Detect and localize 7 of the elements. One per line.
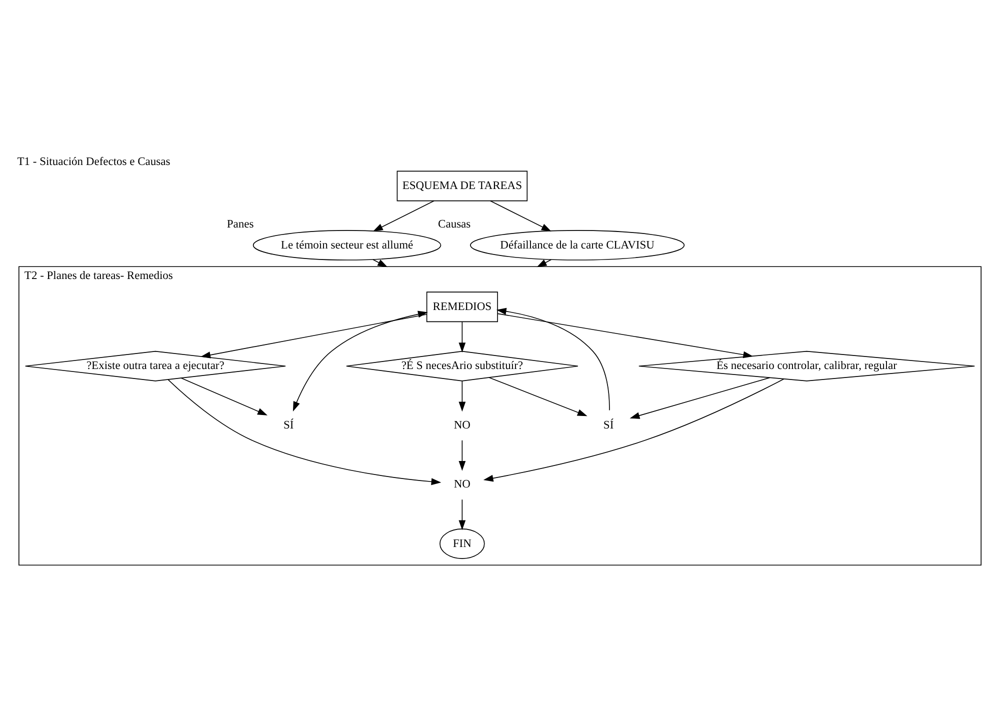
node-label: Causas	[438, 218, 471, 230]
node-text: SÍ	[284, 418, 294, 431]
node-text: NO	[454, 418, 470, 431]
node-text: SÍ	[603, 418, 614, 431]
node-text: NO	[454, 478, 470, 490]
node-label: Panes	[226, 218, 254, 230]
diagram-title: T1 - Situación Defectos e Causas	[17, 155, 170, 168]
